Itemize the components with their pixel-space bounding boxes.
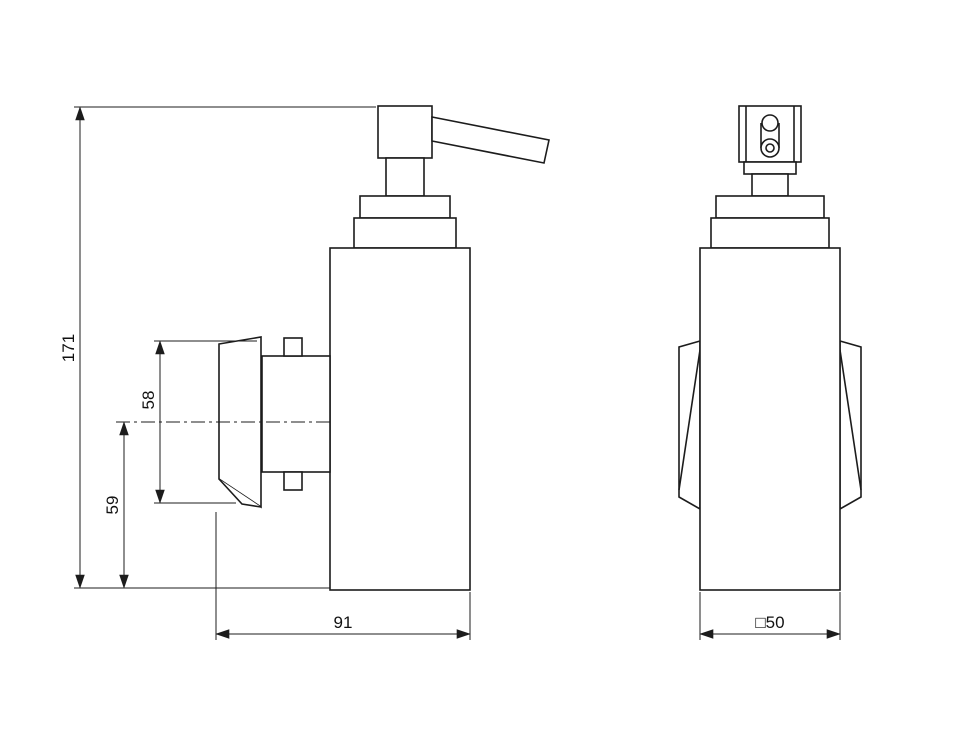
front-view: [678, 105, 862, 591]
wall-bracket-side: [218, 336, 331, 509]
pump-head-front: [738, 105, 802, 163]
dimension-total-height: 171: [59, 106, 376, 589]
dimension-label-depth: 91: [334, 613, 353, 632]
bracket-arm-right-edge: [839, 349, 862, 491]
wall-bracket-front: [678, 339, 862, 511]
dimension-label-width: □50: [755, 613, 784, 632]
dimension-label-total-height: 171: [59, 334, 78, 362]
pump-spout: [431, 116, 550, 164]
neck-side: [353, 217, 457, 249]
pump-stem-side: [385, 157, 425, 197]
body-front: [699, 247, 841, 591]
dimension-center-to-bottom: 59: [103, 421, 129, 589]
pump-hole-bottom-inner: [765, 143, 775, 153]
body-side: [329, 247, 471, 591]
mount-tab-top: [283, 337, 303, 357]
mount-tab-bottom: [283, 471, 303, 491]
dimension-bracket-height: 58: [139, 340, 257, 504]
collar-front: [715, 195, 825, 219]
collar-side: [359, 195, 451, 219]
dimensions: 171 58 59 91: [59, 106, 841, 640]
dimension-depth: 91: [215, 512, 471, 640]
mount-block: [261, 355, 331, 473]
pump-stem-front-lower: [751, 173, 789, 197]
neck-front: [710, 217, 830, 249]
bracket-arm-left-edge: [678, 349, 701, 491]
pump-head-side: [377, 105, 433, 159]
pump-hole-top: [761, 114, 779, 132]
dimension-label-center-to-bottom: 59: [103, 496, 122, 515]
side-view: [116, 105, 550, 591]
bracket-bevel-side: [218, 478, 262, 508]
pump-stem-front: [743, 161, 797, 175]
dimension-width: □50: [699, 592, 841, 640]
dimension-label-bracket-height: 58: [139, 391, 158, 410]
